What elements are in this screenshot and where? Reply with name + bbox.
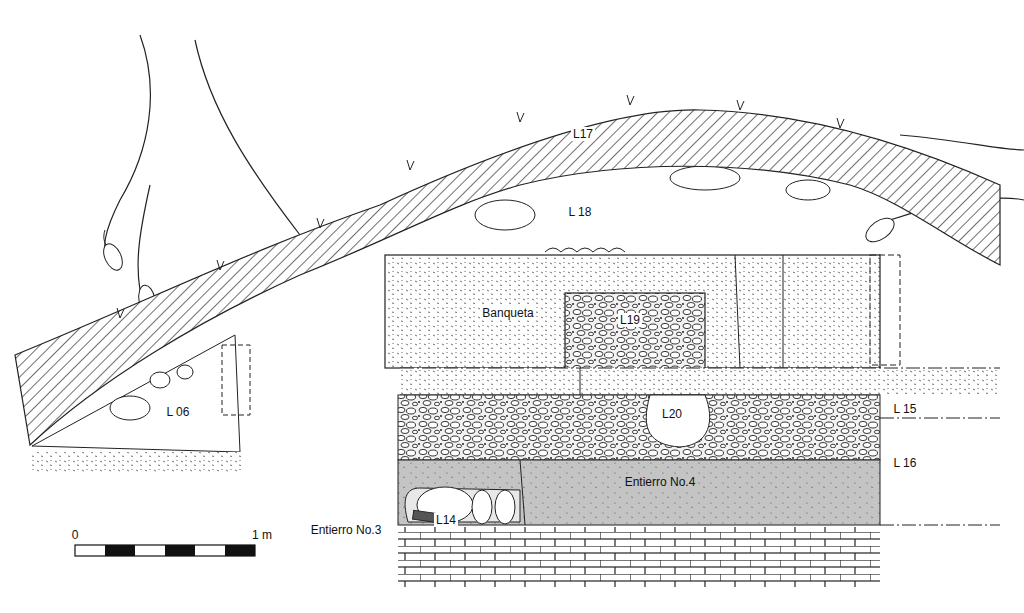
layer-label: L 16 [892, 456, 919, 470]
layer-label: L19 [618, 313, 642, 327]
feature-label: Banqueta [480, 306, 535, 320]
burial-label: Entierro No.3 [309, 523, 384, 537]
layer-label: L 06 [165, 405, 192, 419]
layer-label: L14 [434, 513, 458, 527]
layer-label: L 18 [567, 205, 594, 219]
scale-label: 0 [70, 528, 81, 542]
scale-label: 1 m [250, 528, 274, 542]
layer-label: L17 [571, 127, 595, 141]
layer-label: L 15 [892, 402, 919, 416]
layer-label: L20 [660, 407, 684, 421]
burial-label: Entierro No.4 [623, 475, 698, 489]
